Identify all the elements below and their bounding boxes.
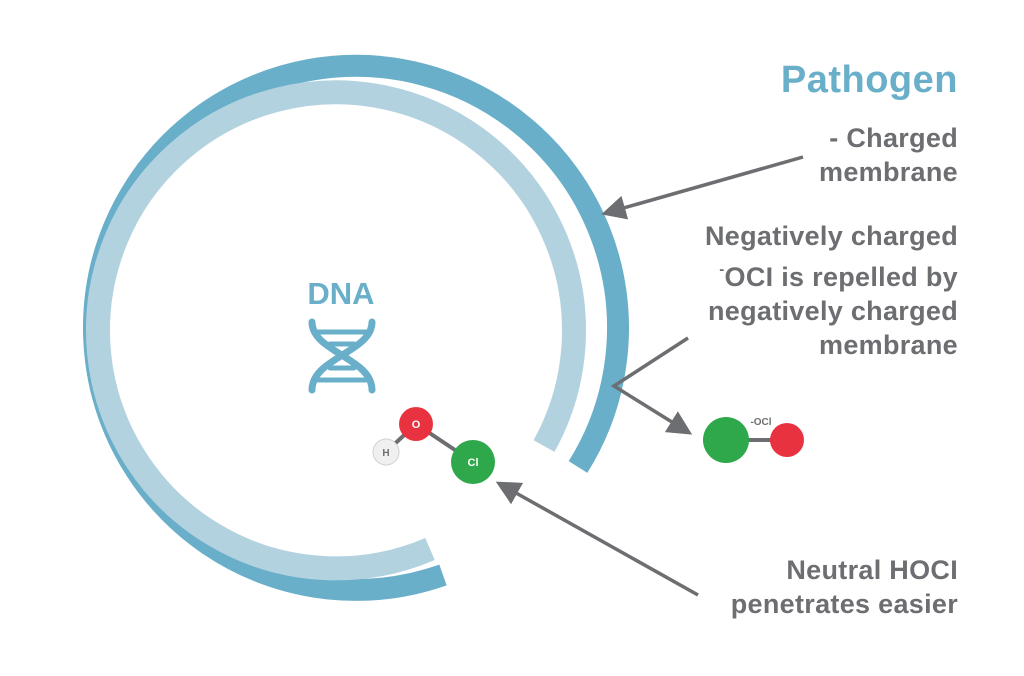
hocl-molecule: H O Cl <box>372 407 495 484</box>
charged-membrane-line-2: membrane <box>819 157 958 187</box>
repelled-line-4: membrane <box>819 330 958 360</box>
hydrogen-atom <box>372 438 400 466</box>
arrow-repelled <box>610 336 693 435</box>
ocl-chlorine-atom <box>703 417 749 463</box>
ocl-ion: -OCl <box>703 417 804 463</box>
oxygen-atom <box>399 407 433 441</box>
repelled-label: Negatively charged -OCI is repelled by n… <box>705 219 958 362</box>
repelled-line-1: Negatively charged <box>704 221 958 251</box>
dna-helix-icon <box>308 318 376 394</box>
chlorine-atom <box>451 440 495 484</box>
hydrogen-atom-label: H <box>382 448 389 459</box>
membrane-inner-ring <box>85 80 586 581</box>
oxygen-atom-label: O <box>412 419 421 431</box>
repelled-superscript: - <box>719 261 725 278</box>
dna-label: DNA <box>307 276 375 311</box>
chlorine-atom-label: Cl <box>468 457 479 469</box>
neutral-line-2: penetrates easier <box>730 589 958 619</box>
repelled-line-2: -OCI is repelled by <box>705 253 958 294</box>
repelled-line-3: negatively charged <box>708 296 958 326</box>
arrow-neutral-hocl <box>495 481 699 597</box>
pathogen-title: Pathogen <box>780 59 958 101</box>
arrow-to-membrane <box>601 155 804 220</box>
repelled-line-2-text: OCI is repelled by <box>724 262 958 292</box>
neutral-hocl-label: Neutral HOCI penetrates easier <box>731 553 958 621</box>
charged-membrane-line-1: - Charged <box>829 123 958 153</box>
charged-membrane-label: - Charged membrane <box>819 121 958 189</box>
ocl-oxygen-atom <box>770 423 804 457</box>
neutral-line-1: Neutral HOCI <box>786 555 958 585</box>
ocl-label: -OCl <box>750 417 771 428</box>
